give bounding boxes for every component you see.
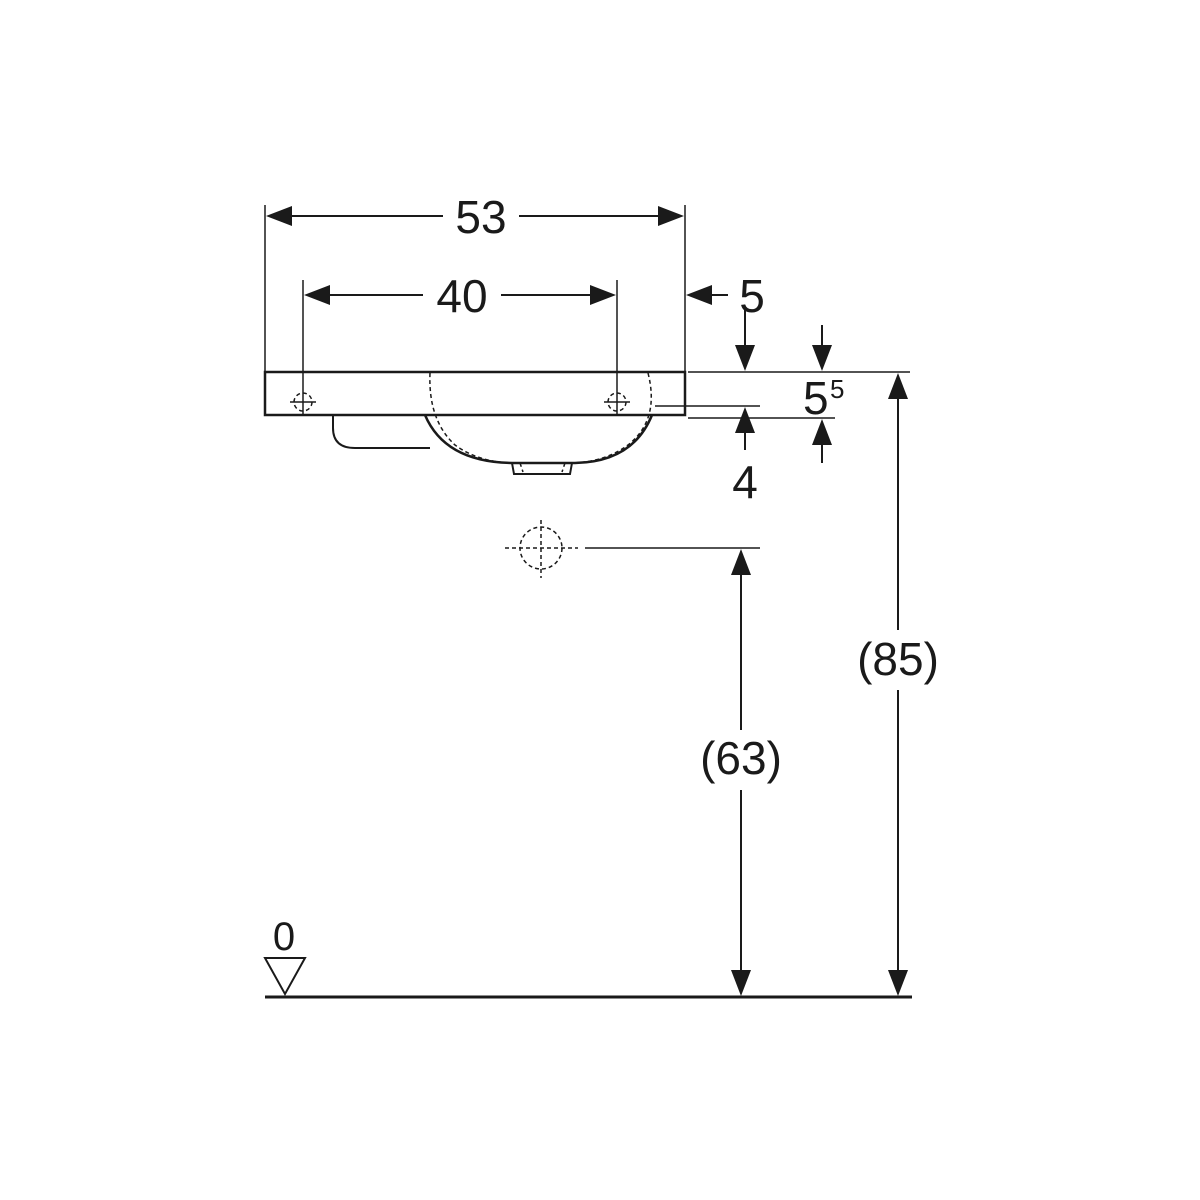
label-rim-thickness-superscript: 5 [830, 374, 844, 404]
label-floor-level: 0 [273, 915, 295, 959]
extension-lines [264, 205, 910, 549]
label-edge-offset: 5 [739, 270, 765, 322]
dimension-overall-width: 53 [266, 191, 684, 243]
dimension-edge-offset: 5 [686, 270, 765, 322]
label-rim-height: (85) [857, 633, 939, 685]
dimension-lower-offset: 4 [732, 310, 758, 508]
dimension-rim-thickness: 5 5 [803, 325, 844, 463]
dimension-tap-hole-spacing: 40 [304, 270, 616, 322]
label-overall-width: 53 [455, 191, 506, 243]
label-lower-offset: 4 [732, 456, 758, 508]
waste-connection-symbol [505, 520, 578, 578]
dimension-rim-height: (85) [857, 373, 939, 996]
tap-hole-right [604, 388, 630, 416]
basin-profile [263, 370, 687, 475]
label-rim-thickness: 5 [803, 372, 829, 424]
label-drain-height: (63) [700, 732, 782, 784]
tap-hole-left [290, 388, 316, 416]
floor-level-marker: 0 [263, 915, 307, 997]
label-tap-hole-spacing: 40 [436, 270, 487, 322]
dimension-drain-height: (63) [700, 549, 782, 996]
